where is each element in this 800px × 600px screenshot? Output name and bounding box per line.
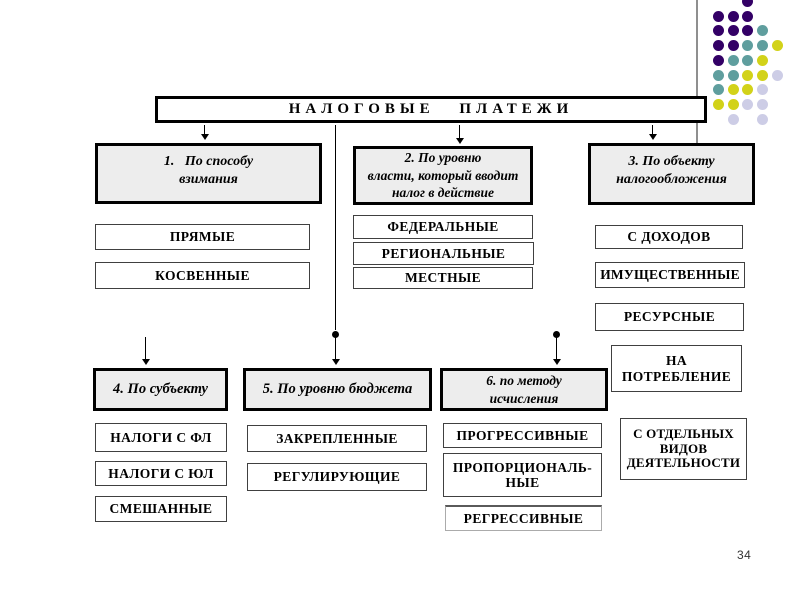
category-box-1: 1. По способу взимания <box>95 143 322 204</box>
leaf-local: МЕСТНЫЕ <box>353 267 533 289</box>
decor-dot <box>757 84 769 96</box>
decor-dot <box>727 10 739 22</box>
decor-dot <box>757 69 769 81</box>
decor-dot <box>727 25 739 37</box>
arrow-down-icon <box>332 359 340 365</box>
decor-dot <box>742 84 754 96</box>
decor-dot <box>742 10 754 22</box>
leaf-progressive: ПРОГРЕССИВНЫЕ <box>443 423 602 448</box>
arrow-down-icon <box>553 359 561 365</box>
decor-dot <box>727 40 739 52</box>
arrow-down-icon <box>142 359 150 365</box>
decor-dot <box>742 0 754 7</box>
decor-dot <box>757 98 769 110</box>
leaf-fixed: ЗАКРЕПЛЕННЫЕ <box>247 425 427 452</box>
connector-dot-icon <box>553 331 560 338</box>
decor-dot <box>757 113 769 125</box>
arrow-down-icon <box>201 134 209 140</box>
page-number: 34 <box>737 548 752 562</box>
decor-dot <box>713 98 724 110</box>
decor-dot <box>727 84 739 96</box>
leaf-regional: РЕГИОНАЛЬНЫЕ <box>353 242 534 265</box>
category-box-5: 5. По уровню бюджета <box>243 368 432 411</box>
leaf-consumption: НА ПОТРЕБЛЕНИЕ <box>611 345 742 392</box>
decor-dot <box>713 54 724 66</box>
leaf-legal-entities: НАЛОГИ С ЮЛ <box>95 461 227 486</box>
leaf-property: ИМУЩЕСТВЕННЫЕ <box>595 262 745 288</box>
decor-dot <box>771 40 783 52</box>
leaf-regulating: РЕГУЛИРУЮЩИЕ <box>247 463 427 491</box>
arrow-down-icon <box>649 134 657 140</box>
decor-dot <box>713 84 724 96</box>
leaf-income: С ДОХОДОВ <box>595 225 743 249</box>
leaf-activity-types: С ОТДЕЛЬНЫХ ВИДОВ ДЕЯТЕЛЬНОСТИ <box>620 418 747 480</box>
decor-dot <box>742 40 754 52</box>
decor-dot <box>771 69 783 81</box>
decor-dot <box>713 10 724 22</box>
decor-dot <box>742 54 754 66</box>
leaf-federal: ФЕДЕРАЛЬНЫЕ <box>353 215 533 239</box>
connector-trunk-line <box>335 125 336 330</box>
root-title-box: НАЛОГОВЫЕ ПЛАТЕЖИ <box>155 96 707 123</box>
decor-dot <box>757 25 769 37</box>
decor-dot <box>727 98 739 110</box>
leaf-individuals: НАЛОГИ С ФЛ <box>95 423 227 452</box>
decor-dot <box>713 25 724 37</box>
decor-dot <box>727 54 739 66</box>
leaf-indirect: КОСВЕННЫЕ <box>95 262 310 289</box>
category-box-2: 2. По уровню власти, который вводит нало… <box>353 146 533 205</box>
decor-dot <box>727 113 739 125</box>
leaf-regressive: РЕГРЕССИВНЫЕ <box>445 505 602 531</box>
decor-dot <box>727 69 739 81</box>
decor-vertical-line <box>696 0 698 158</box>
category-box-4: 4. По субъекту <box>93 368 228 411</box>
category-box-3: 3. По объекту налогообложения <box>588 143 755 205</box>
decor-dot <box>742 98 754 110</box>
leaf-resource: РЕСУРСНЫЕ <box>595 303 744 331</box>
decor-dot <box>713 40 724 52</box>
category-box-6: 6. по методу исчисления <box>440 368 608 411</box>
decor-dot <box>742 25 754 37</box>
leaf-proportional: ПРОПОРЦИОНАЛЬ- НЫЕ <box>443 453 602 497</box>
decor-dot <box>742 69 754 81</box>
leaf-direct: ПРЯМЫЕ <box>95 224 310 250</box>
decor-dot <box>713 69 724 81</box>
leaf-mixed: СМЕШАННЫЕ <box>95 496 227 522</box>
decor-dot <box>757 54 769 66</box>
arrow-down-icon <box>456 138 464 144</box>
connector-dot-icon <box>332 331 339 338</box>
decor-dot <box>757 40 769 52</box>
